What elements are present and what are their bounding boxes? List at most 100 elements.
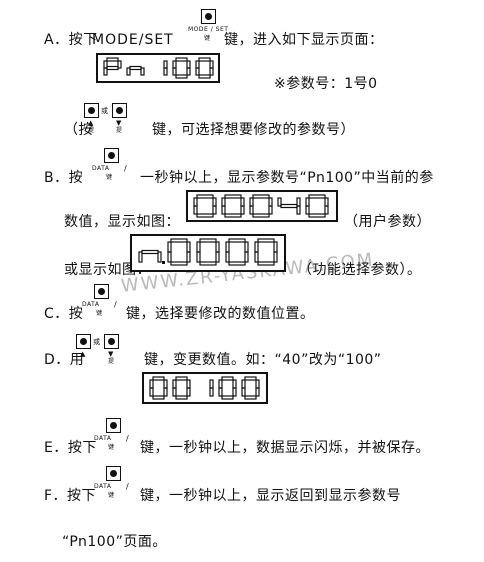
seg-n-g (141, 249, 159, 255)
seg-0-f (167, 241, 172, 253)
seven-seg-00040 (193, 194, 329, 218)
seg-P-g (106, 65, 119, 71)
seg-0-e (249, 205, 254, 215)
step-e-text: 键，一秒钟以上，数据显示闪烁，并被保存。 (140, 440, 430, 456)
seg-0-d (152, 395, 165, 400)
seg-0-b (240, 197, 245, 207)
seg-0-d (199, 261, 217, 266)
up-down-keys-d[interactable]: 或 ▲ ▼ 提 (76, 334, 126, 368)
data-key-char: 键 (108, 492, 115, 499)
seg-0-a (221, 376, 234, 381)
seg-n-g (129, 65, 142, 71)
seg-1-b (163, 60, 168, 69)
down-button-icon (104, 334, 119, 349)
seg-0-e (254, 251, 259, 263)
seg-0-f (195, 60, 200, 69)
seg-0-c (163, 387, 168, 397)
display-n0000 (130, 234, 286, 272)
up-down-keys[interactable]: 或 ▲ 提 ▼ 提 (84, 103, 134, 137)
or-label: 或 (101, 107, 108, 115)
seg-0-f (218, 379, 223, 389)
seg-0-f (305, 197, 310, 207)
step-a-prefix: A．按下 (44, 32, 98, 48)
seg-0-e (149, 387, 154, 397)
seg-0-d (252, 213, 270, 218)
up-button-icon (84, 103, 99, 118)
seg-0-d (170, 261, 188, 266)
mode-set-key-char: 键 (204, 35, 211, 42)
seg-0-d (257, 261, 275, 266)
data-caption: DATA (94, 483, 112, 490)
seg-dot (162, 261, 165, 264)
down-arrow-icon: ▼ (116, 119, 122, 127)
data-button-icon (104, 148, 119, 163)
seg-0-b (215, 241, 220, 253)
seg-0-f (149, 379, 154, 389)
down-button-icon (112, 103, 127, 118)
down-key-char: 提 (108, 358, 115, 365)
step-c-prefix: C．按 (44, 306, 84, 322)
step-b-display1-note: （用户参数） (344, 214, 431, 230)
seg-0-c (186, 67, 191, 76)
seg-4-c (296, 205, 301, 215)
step-a-line2-post: 键，可选择想要修改的参数号） (152, 122, 355, 138)
seg-0-b (255, 379, 260, 389)
step-b-display2-note: （功能选择参数）。 (298, 262, 422, 278)
seg-0-b (244, 241, 249, 253)
seg-0-c (268, 205, 273, 215)
data-caption: DATA (92, 165, 110, 172)
mode-set-caption: MODE / SET (188, 26, 229, 33)
seg-n-e (138, 251, 143, 263)
seg-0-c (212, 205, 217, 215)
seg-0-c (240, 205, 245, 215)
seg-0-c (232, 387, 237, 397)
seg-0-d (224, 213, 242, 218)
seg-0-e (196, 251, 201, 263)
seg-n-c (140, 67, 145, 76)
seg-0-b (212, 197, 217, 207)
data-button-icon (106, 418, 121, 433)
seg-0-b (324, 197, 329, 207)
seg-4-f (277, 197, 282, 207)
seg-0-f (249, 197, 254, 207)
data-key-b[interactable]: DATA / 键 (90, 148, 138, 184)
seg-1-c (209, 387, 214, 397)
seg-0-a (199, 238, 217, 243)
data-slash: / (114, 300, 118, 309)
seg-0-c (324, 205, 329, 215)
seg-0-d (175, 395, 188, 400)
seg-0-c (273, 251, 278, 263)
seg-0-a (175, 376, 188, 381)
seg-4-g (280, 203, 298, 209)
data-key-f[interactable]: DATA / 键 (92, 466, 140, 502)
data-key-c[interactable]: DATA / 键 (80, 284, 128, 320)
seg-0-f (196, 241, 201, 253)
data-button-icon (94, 284, 109, 299)
seg-0-a (228, 238, 246, 243)
data-key-char: 键 (96, 310, 103, 317)
seg-n-e (126, 67, 131, 76)
step-f-text: 键，一秒钟以上，显示返回到显示参数号 (140, 488, 401, 504)
seg-P-a (106, 57, 119, 62)
seg-0-e (221, 205, 226, 215)
up-button-icon (76, 334, 91, 349)
data-key-e[interactable]: DATA / 键 (92, 418, 140, 454)
data-button-icon (106, 466, 121, 481)
seg-0-b (186, 241, 191, 253)
seg-0-e (225, 251, 230, 263)
mode-set-key[interactable]: MODE / SET 键 (188, 9, 242, 45)
seg-0-a (152, 376, 165, 381)
seg-0-e (172, 387, 177, 397)
seg-P-b (117, 60, 122, 69)
data-caption: DATA (82, 301, 100, 308)
seg-0-c (255, 387, 260, 397)
step-f-prefix: F．按下 (44, 488, 97, 504)
seg-0-d (175, 74, 188, 79)
seven-seg-pn100 (103, 57, 214, 79)
display-00100 (142, 372, 268, 404)
seg-P-f (103, 60, 108, 69)
or-label: 或 (93, 338, 100, 346)
down-arrow-icon: ▼ (108, 350, 114, 358)
data-caption: DATA (94, 435, 112, 442)
seg-0-a (308, 194, 326, 199)
